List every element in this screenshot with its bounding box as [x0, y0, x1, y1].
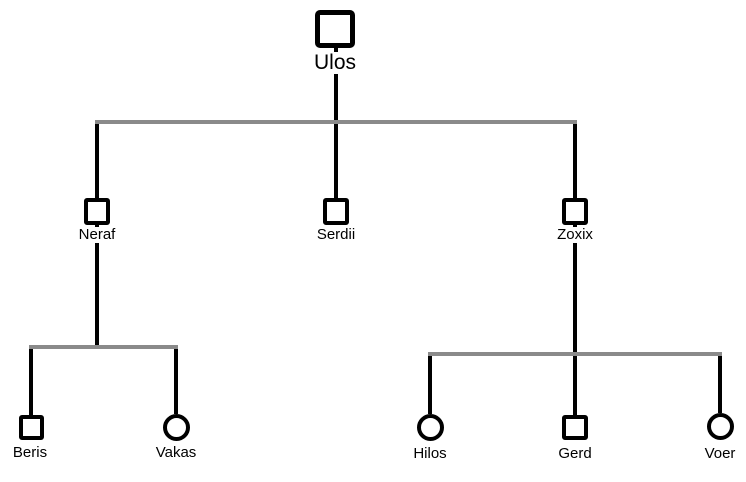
line-bar-to-neraf: [95, 120, 99, 198]
node-ulos-shape: [315, 10, 355, 48]
line-bar-to-voer: [718, 352, 722, 413]
node-hilos-label: Hilos: [412, 445, 448, 462]
node-voer-label: Voer: [703, 445, 737, 462]
line-bar-to-zoxix: [573, 120, 577, 198]
node-voer-shape: [707, 413, 734, 440]
line-bar-to-vakas: [174, 345, 178, 414]
node-neraf-label: Neraf: [77, 226, 117, 243]
line-zoxix-to-gerd: [573, 225, 577, 415]
node-vakas-shape: [163, 414, 190, 441]
node-hilos-shape: [417, 414, 444, 441]
node-zoxix-shape: [562, 198, 588, 225]
node-beris-label: Beris: [11, 444, 49, 461]
line-neraf-to-children-bar: [95, 225, 99, 347]
node-gerd-shape: [562, 415, 588, 440]
sibling-bar-neraf-children: [29, 345, 178, 349]
sibling-bar-zoxix-children: [428, 352, 722, 356]
node-beris-shape: [19, 415, 44, 440]
node-neraf-shape: [84, 198, 110, 225]
line-bar-to-beris: [29, 345, 33, 415]
line-bar-to-hilos: [428, 352, 432, 414]
node-gerd-label: Gerd: [557, 445, 593, 462]
sibling-bar-ulos-children: [95, 120, 577, 124]
node-zoxix-label: Zoxix: [556, 226, 594, 243]
node-vakas-label: Vakas: [154, 444, 198, 461]
node-serdii-label: Serdii: [315, 226, 357, 243]
node-serdii-shape: [323, 198, 349, 225]
node-ulos-label: Ulos: [312, 51, 358, 75]
